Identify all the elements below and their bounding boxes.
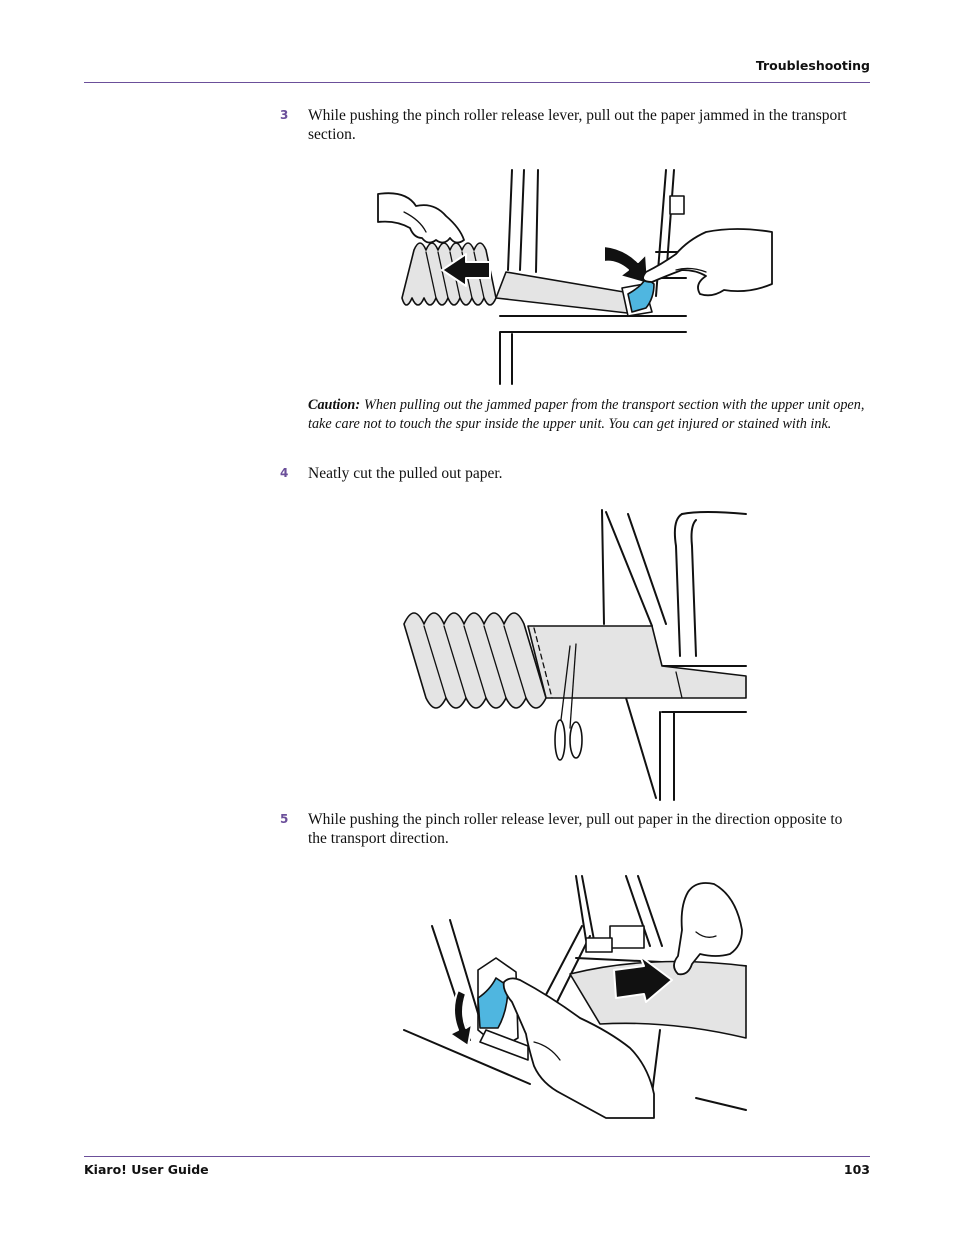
figure-pull-jammed-paper <box>377 169 773 385</box>
figure-pull-paper-opposite <box>403 875 747 1119</box>
step-number: 4 <box>280 466 289 480</box>
step-text: While pushing the pinch roller release l… <box>308 107 847 143</box>
step-text: While pushing the pinch roller release l… <box>308 811 843 847</box>
caution-text: When pulling out the jammed paper from t… <box>308 397 865 432</box>
section-title: Troubleshooting <box>755 58 870 73</box>
figure-cut-paper <box>403 509 747 801</box>
caution-note: Caution:When pulling out the jammed pape… <box>308 396 872 434</box>
step-number: 3 <box>280 108 289 122</box>
step-text: Neatly cut the pulled out paper. <box>308 465 503 482</box>
header-rule <box>84 82 870 83</box>
footer-rule <box>84 1156 870 1157</box>
footer-guide-title: Kiaro! User Guide <box>84 1162 209 1177</box>
page-number: 103 <box>843 1162 870 1177</box>
caution-label: Caution: <box>308 397 361 413</box>
step-number: 5 <box>280 812 289 826</box>
